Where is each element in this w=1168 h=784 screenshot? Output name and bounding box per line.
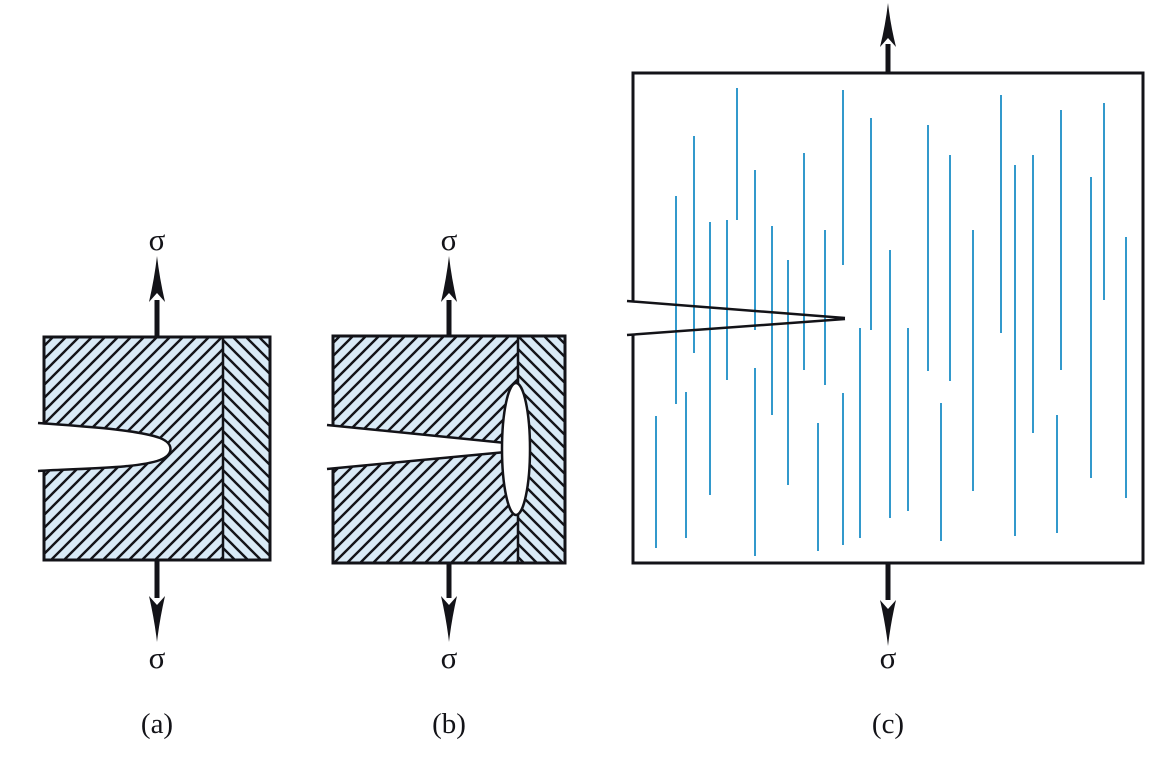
craze-box-border [631, 71, 1145, 565]
caption-b: (b) [432, 708, 466, 740]
wedge-crack-upper-face [326, 423, 507, 445]
sharp-crack-lower-face [626, 317, 846, 337]
sigma-label-top-b: σ [441, 222, 458, 257]
wedge-crack-opening [327, 425, 506, 469]
sigma-label-bottom-c: σ [880, 640, 897, 675]
caption-c: (c) [872, 708, 904, 740]
hatch-region-right-a [223, 337, 270, 560]
stress-arrow-down-icon-a [149, 596, 165, 642]
stress-arrow-down-icon-c [880, 600, 896, 646]
void-ellipse [500, 381, 532, 517]
panel-a: σ σ (a) [37, 222, 272, 740]
stress-arrow-up-icon-c [880, 3, 896, 47]
stress-arrow-up-icon-a [149, 256, 165, 302]
wedge-crack-lower-face [326, 450, 507, 471]
sigma-label-bottom-b: σ [441, 640, 458, 675]
caption-a: (a) [141, 708, 173, 740]
blunted-crack [37, 421, 172, 473]
panel-b: σ σ (b) [326, 222, 567, 740]
sharp-crack-upper-face [626, 299, 846, 320]
sigma-label-bottom-a: σ [149, 640, 166, 675]
panel-c: σ (c) [626, 3, 1145, 740]
craze-fibrils [655, 88, 1127, 556]
sigma-label-top-a: σ [149, 222, 166, 257]
stress-arrow-up-icon-b [441, 256, 457, 302]
stress-arrow-down-icon-b [441, 596, 457, 642]
